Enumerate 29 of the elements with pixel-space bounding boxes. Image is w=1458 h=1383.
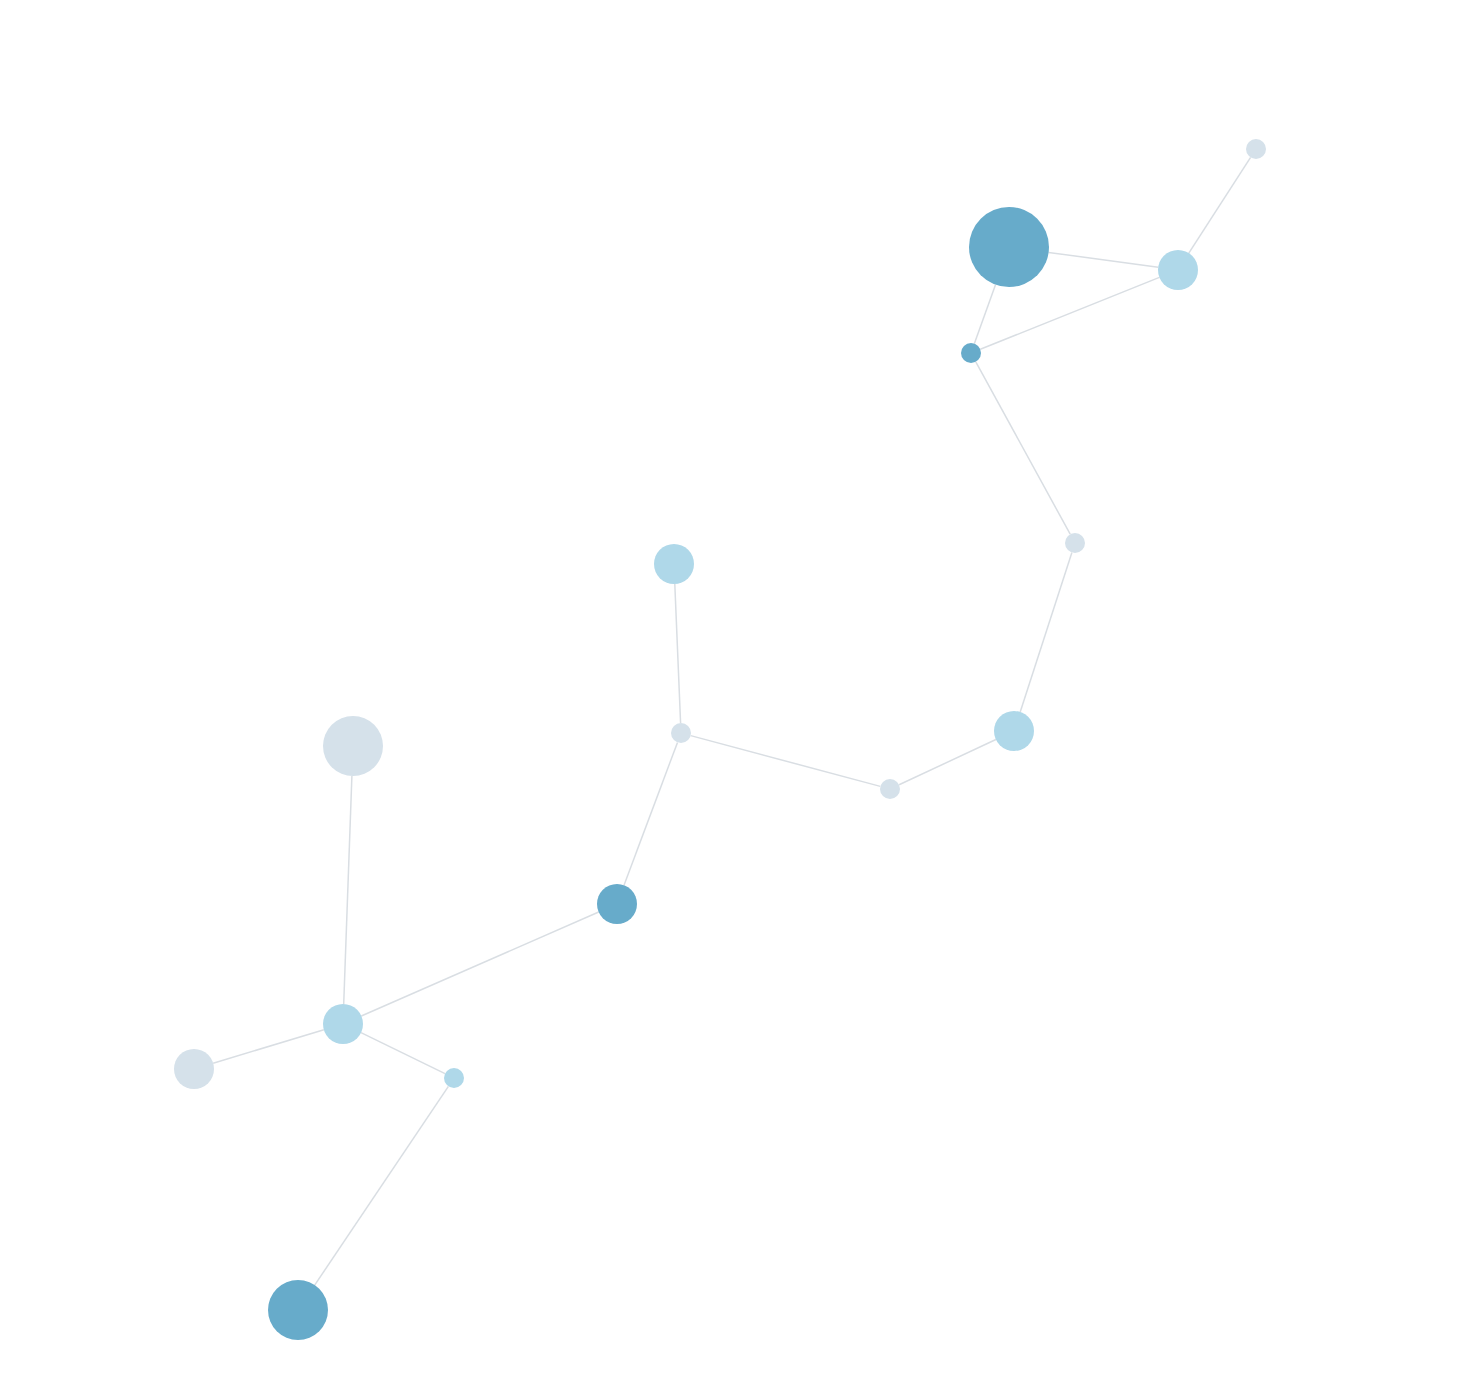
- connector-line: [689, 734, 882, 788]
- graph-node-dot: [994, 711, 1034, 751]
- graph-node-dot: [1246, 139, 1266, 159]
- connector-line: [212, 1029, 325, 1064]
- graph-node-dot: [174, 1049, 214, 1089]
- graph-node-dot: [1158, 250, 1198, 290]
- connector-line: [898, 738, 997, 786]
- graph-node-dot: [268, 1280, 328, 1340]
- connector-line: [360, 911, 600, 1017]
- graph-node-dot: [323, 716, 383, 776]
- connector-line: [1188, 156, 1252, 254]
- graph-node-dot: [1065, 533, 1085, 553]
- graph-node-dot: [961, 343, 981, 363]
- graph-node-dot: [654, 544, 694, 584]
- connector-line: [1047, 251, 1159, 269]
- graph-node-dot: [597, 884, 637, 924]
- connector-line: [975, 361, 1071, 535]
- connector-line: [623, 741, 679, 887]
- connector-line: [979, 276, 1161, 351]
- connector-line: [342, 775, 353, 1005]
- connector-line: [973, 283, 997, 345]
- graph-node-dot: [880, 779, 900, 799]
- connector-line: [360, 1031, 446, 1075]
- connector-line: [674, 583, 682, 724]
- connector-line: [313, 1085, 450, 1286]
- graph-node-dot: [444, 1068, 464, 1088]
- graph-node-dot: [323, 1004, 363, 1044]
- graph-node-dot: [671, 723, 691, 743]
- connector-line: [1019, 551, 1073, 713]
